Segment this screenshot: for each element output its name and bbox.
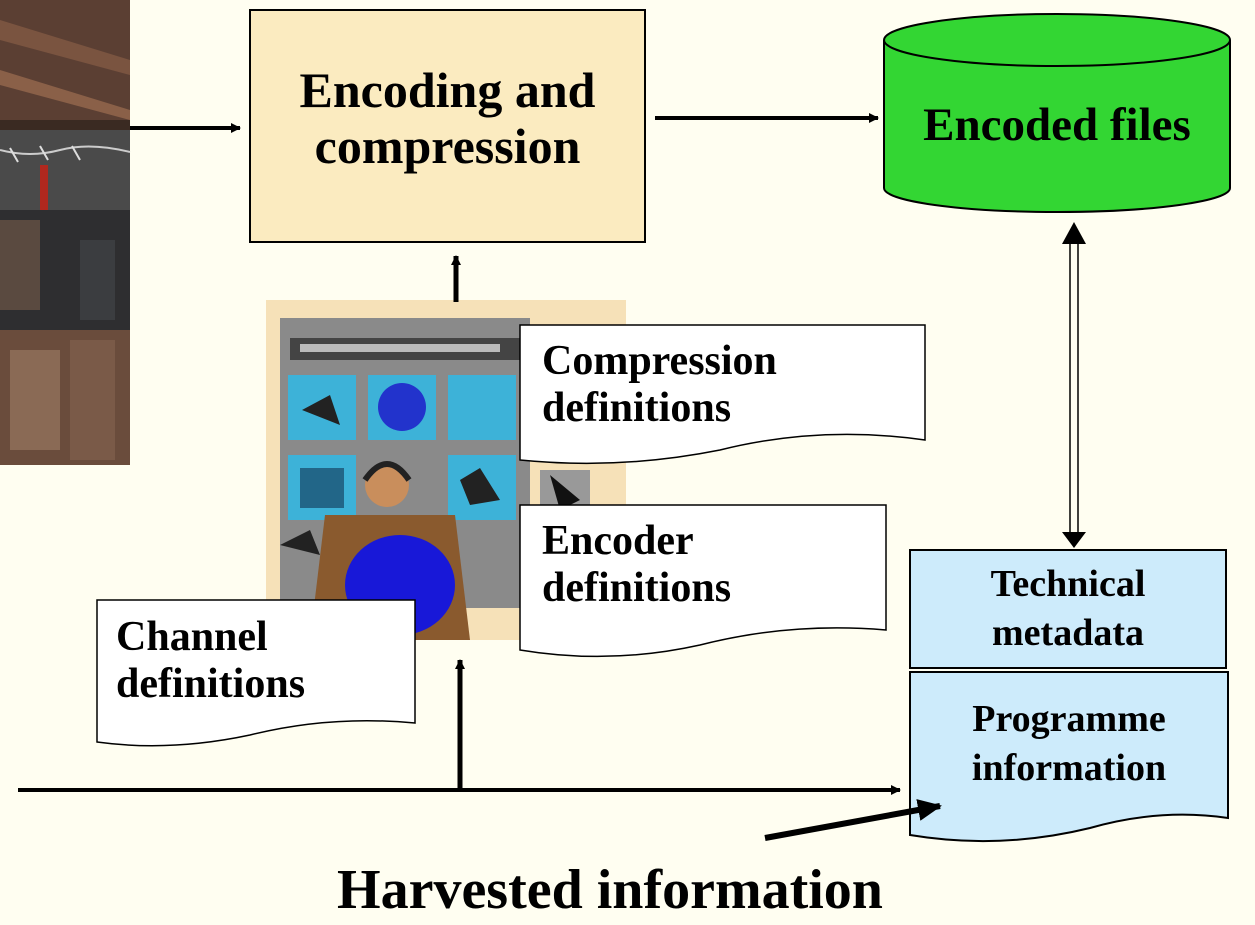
channel-doc-label: Channel definitions — [116, 614, 305, 708]
encoded-files-label: Encoded files — [923, 99, 1191, 151]
technical-line2: metadata — [992, 612, 1144, 655]
bidirectional-arrow-files-metadata — [1062, 222, 1086, 548]
arrow-harvest-to-programme — [764, 799, 942, 841]
channel-doc-shape — [96, 599, 416, 747]
harvested-information-label: Harvested information — [337, 859, 883, 921]
programme-line2: information — [971, 747, 1167, 790]
technical-metadata-box — [909, 549, 1227, 669]
encoder-line2: definitions — [542, 565, 732, 612]
compression-doc-shape — [519, 324, 926, 465]
technical-line1: Technical — [990, 563, 1146, 605]
encoding-line1: Encoding and — [299, 62, 596, 118]
programme-info-shape — [909, 671, 1229, 843]
encoding-box-label: Encoding and compression — [250, 62, 645, 174]
encoder-line1: Encoder — [542, 518, 694, 564]
channel-line2: definitions — [116, 661, 306, 708]
encoding-box — [249, 9, 646, 243]
encoding-line2: compression — [314, 118, 581, 174]
programme-line1: Programme — [972, 698, 1166, 740]
technical-metadata-label: Technical metadata — [910, 560, 1226, 659]
programme-info-label: Programme information — [910, 695, 1228, 794]
building-interior-photo — [0, 0, 131, 465]
compression-doc-label: Compression definitions — [542, 338, 777, 432]
encoded-files-cylinder — [883, 13, 1231, 213]
compression-line2: definitions — [542, 385, 732, 432]
compression-line1: Compression — [542, 338, 777, 384]
channel-line1: Channel — [116, 614, 268, 660]
encoder-doc-label: Encoder definitions — [542, 518, 731, 612]
encoder-doc-shape — [519, 504, 887, 658]
